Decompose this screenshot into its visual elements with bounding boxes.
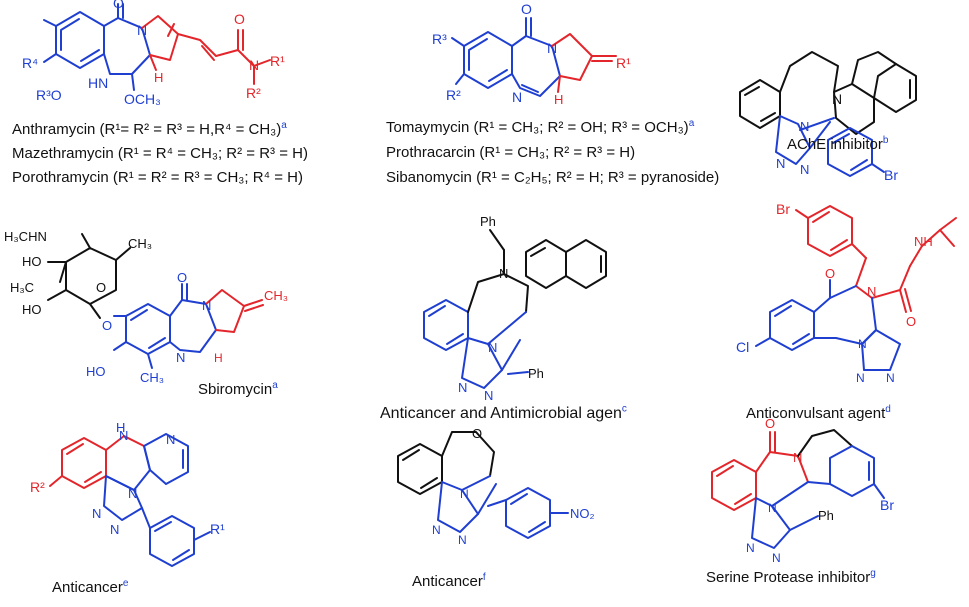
caption-sibanomycin: Sibanomycin (R¹ = C₂H₅; R² = H; R³ = pyr… (386, 169, 720, 186)
r1-label: R¹ (210, 521, 225, 537)
atom-label: N (512, 89, 522, 105)
atom-label: CH₃ (264, 288, 288, 303)
caption-prothracarcin: Prothracarcin (R¹ = CH₃; R² = R³ = H) (386, 144, 636, 161)
atom-label: N (137, 22, 147, 38)
atom-label: N (499, 266, 508, 281)
atom-label: N (547, 40, 557, 56)
atom-label: Br (884, 167, 898, 183)
r2-label: R² (446, 87, 461, 103)
r2-label: R² (246, 85, 261, 101)
atom-label: O (765, 416, 775, 431)
atom-label: N (202, 298, 211, 313)
atom-label: CH₃ (140, 370, 164, 385)
anticonvulsant-structure: Br O N NH O Cl N N N (736, 201, 957, 385)
atom-label: Br (880, 497, 894, 513)
atom-label: O (521, 1, 532, 17)
r1-label: R¹ (616, 55, 631, 71)
atom-label: H₃CHN (4, 229, 47, 244)
atom-label: N (458, 533, 467, 547)
atom-label: NO₂ (570, 506, 595, 521)
atom-label: H (214, 351, 223, 365)
r1-label: R¹ (270, 53, 285, 69)
caption-tomaymycin: Tomaymycin (R¹ = CH₃; R² = OH; R³ = OCH₃… (386, 118, 695, 137)
caption-porothramycin: Porothramycin (R¹ = R² = R³ = CH₃; R⁴ = … (12, 169, 303, 186)
atom-label: NH (914, 234, 933, 249)
caption-anticonvulsant: Anticonvulsant agentd (746, 404, 891, 423)
atom-label: O (234, 11, 245, 27)
r3-label: R³ (432, 31, 447, 47)
atom-label: N (858, 337, 867, 351)
anthramycin-structure: O N HN OCH₃ H O N R¹ R² R⁴ R³O (22, 0, 285, 107)
atom-label: OCH₃ (124, 91, 161, 107)
atom-label: Ph (528, 366, 544, 381)
atom-label: H (116, 420, 125, 435)
anticancer-antimicrobial-structure: Ph N N N N Ph (423, 214, 607, 403)
atom-label: N (92, 506, 101, 521)
atom-label: O (113, 0, 124, 11)
atom-label: O (177, 270, 187, 285)
atom-label: H₃C (10, 280, 34, 295)
caption-anticancer-e: Anticancere (52, 578, 129, 597)
atom-label: O (825, 266, 835, 281)
r4-label: R⁴ (22, 55, 38, 71)
atom-label: N (776, 156, 785, 171)
atom-label: N (793, 450, 802, 465)
atom-label: N (484, 388, 493, 403)
atom-label: N (886, 371, 895, 385)
atom-label: H (554, 92, 563, 107)
atom-label: N (832, 91, 842, 107)
atom-label: O (906, 314, 916, 329)
r2-label: R² (30, 479, 45, 495)
atom-label: N (119, 428, 128, 443)
caption-serine-protease-inhibitor: Serine Protease inhibitorg (706, 568, 876, 587)
atom-label: CH₃ (128, 236, 152, 251)
atom-label: N (867, 284, 876, 299)
atom-label: HO (86, 364, 106, 379)
atom-label: N (768, 501, 777, 515)
caption-anthramycin: Anthramycin (R¹= R² = R³ = H,R⁴ = CH₃)a (12, 120, 287, 139)
atom-label: N (249, 57, 259, 73)
atom-label: N (110, 522, 119, 537)
caption-anticancer-f: Anticancerf (412, 572, 486, 591)
atom-label: Cl (736, 339, 749, 355)
caption-ache-inhibitor: AChE inhibitorb (787, 135, 889, 154)
atom-label: N (432, 523, 441, 537)
ache-inhibitor-structure: N N N N Br (739, 51, 917, 183)
anticancer-f-structure: O N N N NO₂ (397, 426, 595, 547)
caption-sbiromycin: Sbiromycina (198, 380, 278, 399)
sbiromycin-structure: H₃CHN CH₃ HO H₃C O HO O O N N HO CH₃ CH₃… (4, 229, 288, 385)
atom-label: N (772, 551, 781, 565)
atom-label: N (800, 119, 809, 134)
atom-label: Ph (818, 508, 834, 523)
atom-label: N (488, 340, 497, 355)
serine-protease-structure: O N N N N Ph Br (711, 416, 894, 565)
atom-label: N (800, 162, 809, 177)
atom-label: Ph (480, 214, 496, 229)
caption-anticancer-antimicrobial: Anticancer and Antimicrobial agenc (380, 403, 627, 422)
atom-label: HN (88, 75, 108, 91)
tomaymycin-structure: O N N H R¹ R³ R² (432, 1, 631, 107)
atom-label: O (102, 318, 112, 333)
r3o-label: R³O (36, 87, 62, 103)
atom-label: Br (776, 201, 790, 217)
atom-label: N (176, 350, 185, 365)
atom-label: N (856, 371, 865, 385)
atom-label: N (460, 487, 469, 501)
atom-label: H (154, 70, 163, 85)
atom-label: O (472, 426, 482, 441)
atom-label: N (746, 541, 755, 555)
caption-mazethramycin: Mazethramycin (R¹ = R⁴ = CH₃; R² = R³ = … (12, 145, 308, 162)
atom-label: N (166, 432, 175, 447)
atom-label: HO (22, 302, 42, 317)
atom-label: N (128, 486, 137, 501)
atom-label: O (96, 280, 106, 295)
anticancer-e-structure: H N N N N N R² R¹ (30, 420, 225, 567)
atom-label: HO (22, 254, 42, 269)
atom-label: N (458, 380, 467, 395)
